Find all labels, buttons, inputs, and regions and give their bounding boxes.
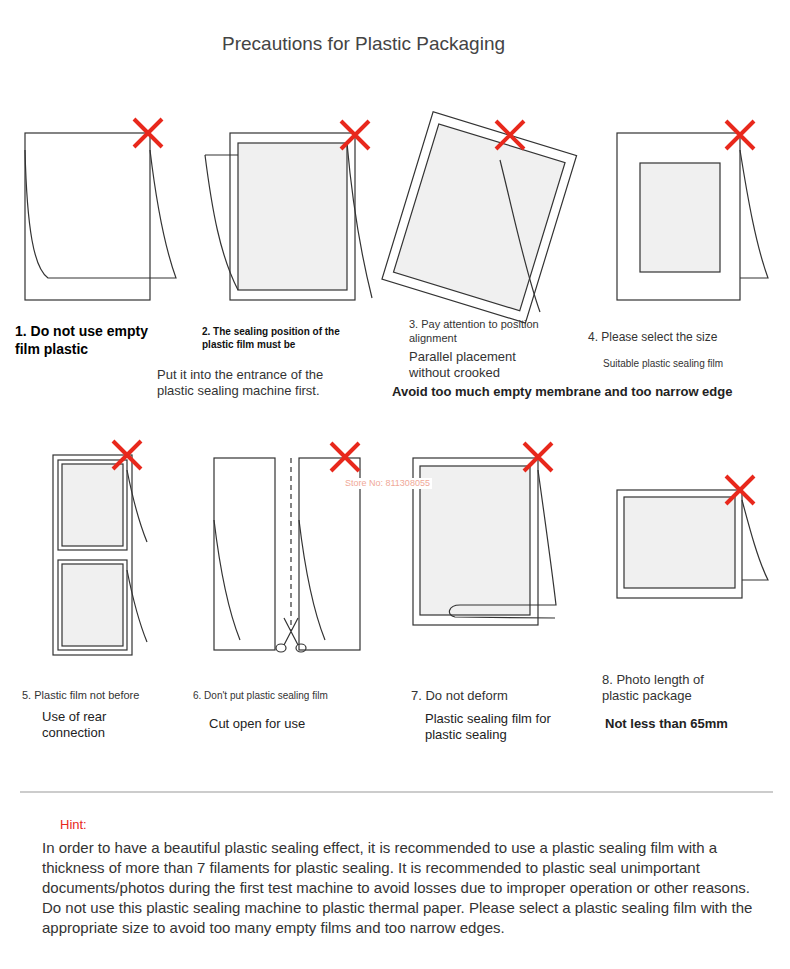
hint-heading: Hint: bbox=[60, 817, 87, 833]
cross-mark bbox=[113, 119, 754, 504]
film-pouch bbox=[58, 560, 127, 650]
step-caption: 3. Pay attention to position alignment bbox=[409, 318, 569, 346]
step-caption: 2. The sealing position of the plastic f… bbox=[202, 326, 352, 351]
film-curl bbox=[150, 150, 176, 278]
film-pouch bbox=[58, 460, 127, 550]
hint-text: In order to have a beautiful plastic sea… bbox=[42, 838, 770, 938]
step-note: Use of rear connection bbox=[42, 709, 137, 742]
film-curl bbox=[127, 570, 147, 642]
film-curl bbox=[127, 470, 147, 542]
step-note: Cut open for use bbox=[209, 716, 305, 732]
step-caption: 6. Don't put plastic sealing film bbox=[193, 690, 328, 703]
film-pouch bbox=[382, 112, 577, 323]
photo bbox=[624, 497, 735, 588]
film-pouch bbox=[230, 133, 355, 300]
step-caption: 5. Plastic film not before bbox=[22, 689, 139, 703]
film-pouch bbox=[617, 133, 740, 300]
film-curl bbox=[500, 160, 540, 312]
paper-sheet bbox=[25, 133, 150, 300]
step-caption: 1. Do not use empty film plastic bbox=[15, 323, 165, 358]
step-note: Not less than 65mm bbox=[605, 716, 728, 732]
step-caption: 4. Please select the size bbox=[588, 330, 717, 345]
photo bbox=[238, 143, 347, 290]
step-caption: 8. Photo length of plastic package bbox=[602, 672, 742, 705]
photo bbox=[62, 564, 123, 646]
title: Precautions for Plastic Packaging bbox=[222, 33, 505, 55]
photo bbox=[393, 124, 565, 311]
film-curl bbox=[347, 143, 372, 298]
step-note: Put it into the entrance of the plastic … bbox=[157, 367, 362, 400]
film-curl bbox=[205, 155, 238, 290]
film-curl bbox=[214, 520, 240, 640]
film-strip bbox=[214, 458, 275, 650]
film-sheet bbox=[25, 150, 150, 278]
watermark: Store No: 811308055 bbox=[343, 478, 432, 489]
photo bbox=[420, 466, 530, 615]
step-note: Parallel placement without crooked bbox=[409, 349, 539, 382]
film-curl bbox=[742, 500, 768, 580]
film-roll bbox=[449, 470, 556, 618]
film-curl bbox=[299, 520, 325, 640]
photo bbox=[640, 163, 720, 272]
step-caption: 7. Do not deform bbox=[411, 688, 508, 704]
cut-line bbox=[290, 458, 291, 630]
film-pouch bbox=[53, 455, 132, 655]
step-note: Suitable plastic sealing film bbox=[603, 358, 723, 371]
divider bbox=[20, 792, 773, 793]
scissors bbox=[276, 618, 306, 652]
step-note: Plastic sealing film for plastic sealing bbox=[425, 711, 585, 744]
photo bbox=[62, 464, 123, 546]
step-note: Avoid too much empty membrane and too na… bbox=[392, 384, 732, 400]
film-curl bbox=[740, 150, 768, 278]
film-pouch bbox=[617, 490, 742, 598]
